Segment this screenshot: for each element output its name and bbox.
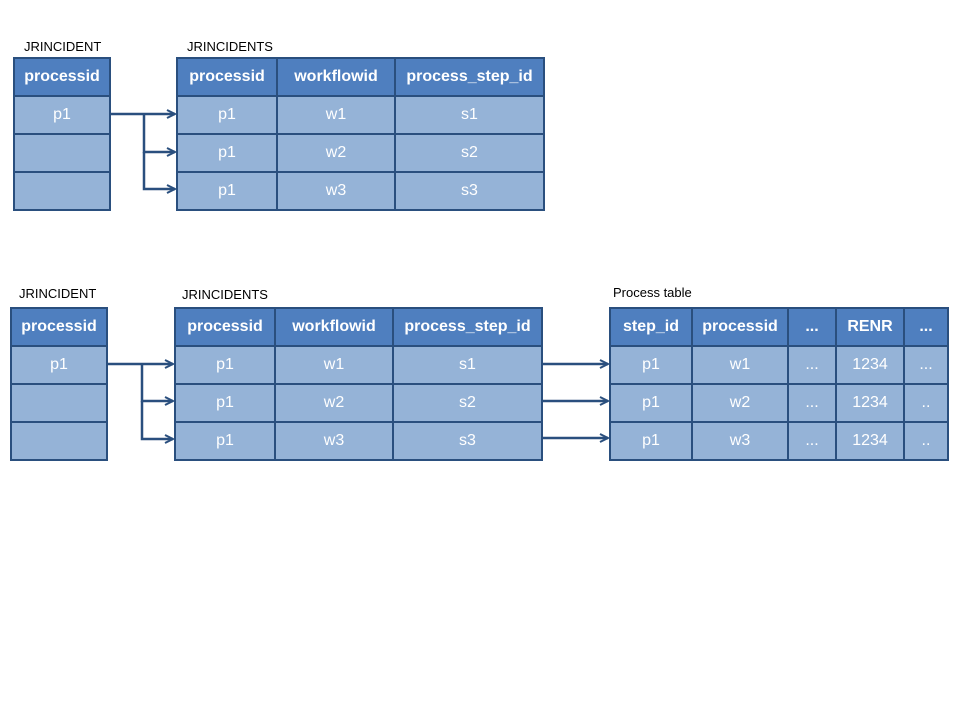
bottom-jrincident-table: processid p1: [10, 307, 108, 461]
top-jrincidents-caption: JRINCIDENTS: [187, 39, 273, 54]
table-cell: w3: [276, 423, 392, 459]
table-header: processid: [15, 59, 109, 95]
table-header: processid: [693, 309, 787, 345]
table-cell: ...: [789, 423, 835, 459]
table-cell: [15, 173, 109, 209]
table-cell: p1: [611, 347, 691, 383]
table-cell: s2: [394, 385, 541, 421]
table-cell: s2: [396, 135, 543, 171]
table-cell: ...: [789, 385, 835, 421]
table-header: processid: [178, 59, 276, 95]
table-cell: 1234: [837, 385, 903, 421]
table-header: workflowid: [278, 59, 394, 95]
table-cell: p1: [176, 423, 274, 459]
table-cell: w2: [278, 135, 394, 171]
table-cell: w1: [276, 347, 392, 383]
table-cell: ..: [905, 423, 947, 459]
table-cell: ...: [789, 347, 835, 383]
table-cell: ...: [905, 347, 947, 383]
bottom-jrincidents-table: processid workflowid process_step_id p1 …: [174, 307, 543, 461]
table-cell: p1: [178, 135, 276, 171]
table-cell: 1234: [837, 423, 903, 459]
table-cell: w3: [278, 173, 394, 209]
top-arrow-row-2: [142, 114, 175, 152]
table-cell: [15, 135, 109, 171]
table-cell: w1: [693, 347, 787, 383]
table-header: workflowid: [276, 309, 392, 345]
table-cell: 1234: [837, 347, 903, 383]
table-cell: s1: [396, 97, 543, 133]
table-cell: ..: [905, 385, 947, 421]
table-header: processid: [12, 309, 106, 345]
bottom-arrow-row-3: [140, 401, 173, 439]
table-cell: w2: [276, 385, 392, 421]
process-table: step_id processid ... RENR ... p1 w1 ...…: [609, 307, 949, 461]
table-header: ...: [789, 309, 835, 345]
table-cell: p1: [611, 423, 691, 459]
table-cell: p1: [176, 385, 274, 421]
table-cell: p1: [611, 385, 691, 421]
process-table-caption: Process table: [613, 285, 692, 300]
bottom-jrincident-caption: JRINCIDENT: [19, 286, 97, 301]
top-jrincident-table: processid p1: [13, 57, 111, 211]
table-header: processid: [176, 309, 274, 345]
bottom-arrow-row-2: [140, 364, 173, 401]
table-header: step_id: [611, 309, 691, 345]
table-header: ...: [905, 309, 947, 345]
table-cell: p1: [176, 347, 274, 383]
table-cell: s3: [396, 173, 543, 209]
top-jrincidents-table: processid workflowid process_step_id p1 …: [176, 57, 545, 211]
table-cell: p1: [12, 347, 106, 383]
table-cell: [12, 385, 106, 421]
table-header: RENR: [837, 309, 903, 345]
top-arrow-row-3: [142, 152, 175, 189]
table-cell: s3: [394, 423, 541, 459]
table-cell: p1: [178, 173, 276, 209]
table-header: process_step_id: [396, 59, 543, 95]
table-cell: [12, 423, 106, 459]
table-cell: s1: [394, 347, 541, 383]
table-cell: w1: [278, 97, 394, 133]
table-cell: w2: [693, 385, 787, 421]
top-jrincident-caption: JRINCIDENT: [24, 39, 102, 54]
table-cell: p1: [15, 97, 109, 133]
table-cell: p1: [178, 97, 276, 133]
bottom-jrincidents-caption: JRINCIDENTS: [182, 287, 268, 302]
table-cell: w3: [693, 423, 787, 459]
table-header: process_step_id: [394, 309, 541, 345]
